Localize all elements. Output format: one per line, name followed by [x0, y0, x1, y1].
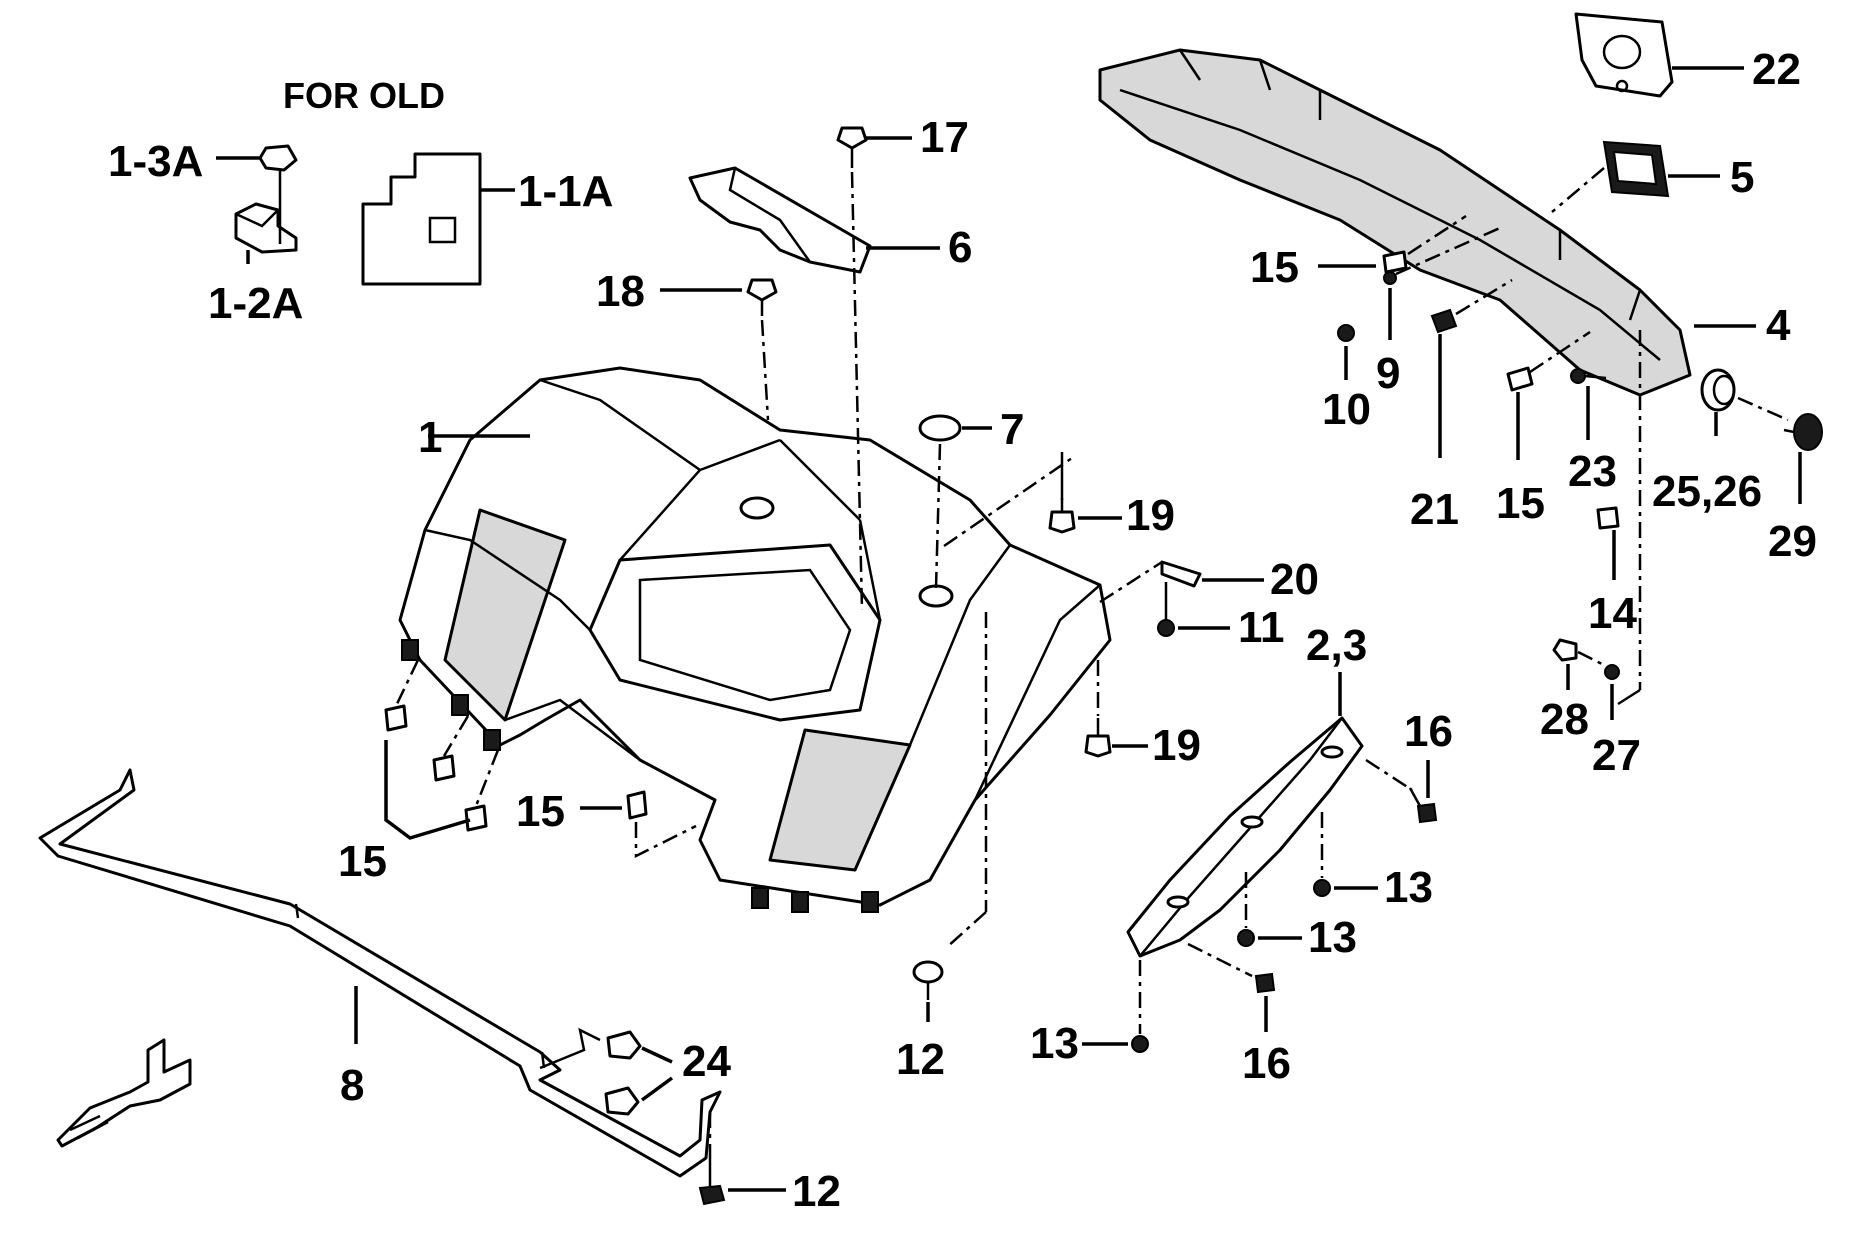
screw-13-a	[1313, 879, 1331, 897]
screw-13-c	[1131, 1035, 1149, 1053]
callout-11: 11	[1238, 603, 1285, 652]
callout-28: 28	[1540, 695, 1589, 744]
clips-15-left	[384, 704, 488, 832]
callout-16-bot: 16	[1242, 1039, 1291, 1088]
pin-20	[1160, 560, 1202, 588]
callout-15-left: 15	[338, 837, 387, 886]
front-direction-arrow-icon	[56, 1038, 192, 1148]
bolt-16-top	[1408, 787, 1438, 824]
callout-19-mid: 19	[1152, 721, 1201, 770]
callout-2-3: 2,3	[1306, 621, 1367, 670]
callout-12-mid: 12	[896, 1035, 945, 1084]
callout-14: 14	[1588, 589, 1637, 638]
bolt-18	[746, 278, 778, 316]
washer-27	[1604, 664, 1620, 680]
bolts-24	[604, 1030, 642, 1116]
callout-4: 4	[1766, 301, 1791, 350]
callout-16-top: 16	[1404, 707, 1453, 756]
callout-12-bot: 12	[792, 1167, 841, 1216]
callout-15-center: 15	[516, 787, 565, 836]
callout-19-top: 19	[1126, 491, 1175, 540]
callout-22: 22	[1752, 45, 1801, 94]
bolt-12-bot	[698, 1160, 726, 1206]
mud-guard-2-3	[1126, 716, 1364, 958]
cap-7	[918, 414, 962, 442]
clip-15-mid	[1506, 366, 1534, 392]
callout-27: 27	[1592, 731, 1641, 780]
callout-20: 20	[1270, 555, 1319, 604]
bolt-19-top	[1048, 498, 1076, 534]
clip-21	[1430, 308, 1458, 334]
cap-25-26	[1700, 368, 1736, 412]
rear-carrier-4	[1098, 48, 1692, 397]
callout-5: 5	[1730, 153, 1754, 202]
bolt-17	[836, 126, 868, 168]
screw-23	[1570, 368, 1607, 384]
callout-18: 18	[596, 267, 645, 316]
bracket-1-2a	[234, 202, 298, 254]
callout-8: 8	[340, 1061, 364, 1110]
clip-14	[1596, 506, 1620, 530]
callout-13-c: 13	[1030, 1019, 1079, 1068]
callout-21: 21	[1410, 485, 1459, 534]
callout-15-mid: 15	[1496, 479, 1545, 528]
callout-1-1a: 1-1A	[518, 167, 613, 216]
clip-15-center	[626, 790, 648, 820]
screw-13-b	[1237, 929, 1255, 947]
callout-24: 24	[682, 1037, 731, 1086]
reflector-5	[1602, 140, 1670, 198]
washer-9	[1383, 271, 1397, 285]
callout-15-top: 15	[1250, 243, 1299, 292]
callout-1: 1	[418, 413, 442, 462]
callout-25-26: 25,26	[1652, 467, 1762, 516]
plate-1-1a	[361, 152, 482, 286]
bolt-19-mid	[1084, 718, 1112, 758]
callout-10: 10	[1322, 385, 1371, 434]
callout-29: 29	[1768, 517, 1817, 566]
callout-1-3a: 1-3A	[108, 137, 203, 186]
nut-10	[1337, 324, 1355, 342]
callout-6: 6	[948, 223, 972, 272]
nut-28	[1552, 638, 1578, 662]
callout-9: 9	[1376, 349, 1400, 398]
rivet-12-mid	[912, 960, 944, 1000]
screw-11	[1157, 582, 1175, 637]
clip-15-top	[1382, 250, 1408, 274]
callout-23: 23	[1568, 447, 1617, 496]
rear-fender-body	[398, 366, 1112, 913]
plate-22	[1574, 12, 1674, 98]
callout-13-a: 13	[1384, 863, 1433, 912]
bracket-6	[688, 166, 872, 274]
for-old-note: FOR OLD	[283, 75, 445, 116]
callout-13-b: 13	[1308, 913, 1357, 962]
callout-17: 17	[920, 113, 969, 162]
callout-1-2a: 1-2A	[208, 279, 303, 328]
knob-29	[1783, 413, 1823, 451]
frame-bar-8	[38, 768, 722, 1178]
callout-7: 7	[1000, 405, 1024, 454]
bolt-16-bot	[1254, 972, 1276, 994]
